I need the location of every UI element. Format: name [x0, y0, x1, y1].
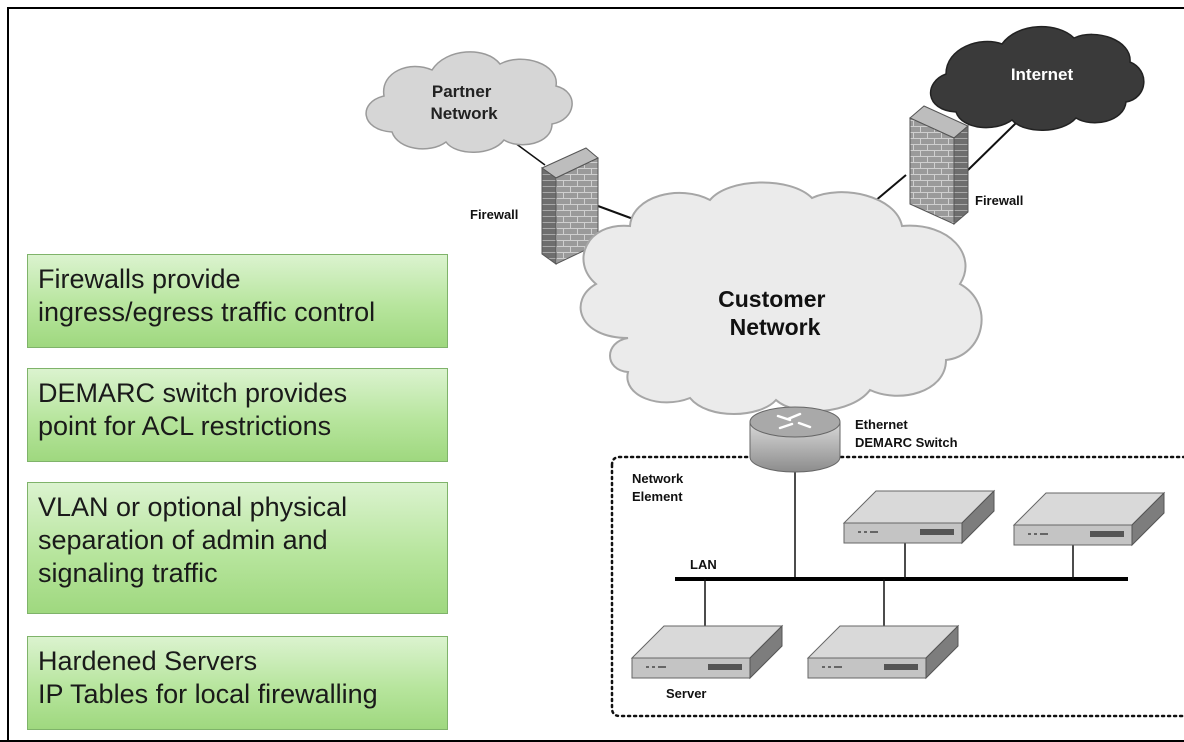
- firewall-icon-left: [541, 147, 599, 265]
- callout-hardened-servers: Hardened Servers IP Tables for local fir…: [27, 636, 448, 730]
- firewall-label-left: Firewall: [470, 207, 518, 222]
- network-element-boundary: [610, 455, 1184, 718]
- server-unit-4: [807, 625, 959, 679]
- internet-label: Internet: [1011, 65, 1074, 84]
- partner-network-label: Partner Network: [430, 82, 498, 123]
- server-unit-3: [1013, 492, 1165, 546]
- firewall-icon-right: [909, 105, 969, 226]
- server-unit-1: [631, 625, 783, 679]
- demarc-switch-icon: [749, 406, 841, 473]
- callout-firewalls: Firewalls provide ingress/egress traffic…: [27, 254, 448, 348]
- callout-vlan-separation: VLAN or optional physical separation of …: [27, 482, 448, 614]
- link-firewall-internet: [967, 122, 1017, 171]
- callout-demarc-switch: DEMARC switch provides point for ACL res…: [27, 368, 448, 462]
- partner-network-cloud: [365, 51, 573, 153]
- customer-network-cloud: [579, 181, 983, 415]
- firewall-label-right: Firewall: [975, 193, 1023, 208]
- server-label: Server: [666, 686, 706, 701]
- lan-label: LAN: [690, 557, 717, 572]
- demarc-switch-label: Ethernet DEMARC Switch: [855, 417, 958, 450]
- customer-network-label: Customer Network: [718, 286, 832, 340]
- internet-cloud: [930, 26, 1145, 131]
- network-element-label: Network Element: [632, 471, 687, 504]
- server-unit-2: [843, 490, 995, 544]
